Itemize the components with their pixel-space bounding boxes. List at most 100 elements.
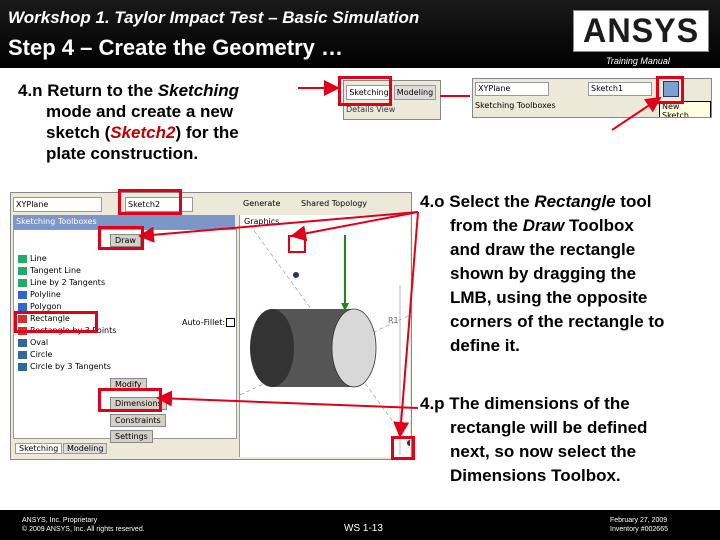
instruction-4p: 4.p The dimensions of the rectangle will…: [420, 392, 647, 488]
draw-tool-circle[interactable]: Circle: [18, 350, 52, 359]
draw-tool-icon: [18, 266, 27, 275]
settings-toolbox[interactable]: Settings: [110, 430, 153, 443]
workshop-title: Workshop 1. Taylor Impact Test – Basic S…: [8, 8, 420, 27]
draw-tool-icon: [18, 350, 27, 359]
plane-select-small[interactable]: XYPlane: [475, 82, 549, 96]
toolboxes-label-small: Sketching Toolboxes: [475, 101, 556, 110]
text-4p-l2: rectangle will be defined: [450, 418, 648, 437]
constraints-toolbox[interactable]: Constraints: [110, 414, 166, 427]
highlight-sketching-tab: [338, 76, 392, 106]
text-4n-l4: plate construction.: [46, 144, 199, 163]
text-4o-l2b: Toolbox: [564, 216, 634, 235]
tab-modeling-small[interactable]: Modeling: [394, 85, 436, 100]
text-4o-l5: LMB, using the opposite: [450, 288, 648, 307]
tab-modeling[interactable]: Modeling: [63, 443, 108, 454]
text-4o-l2a: from the: [450, 216, 523, 235]
shared-topology-button[interactable]: Shared Topology: [301, 199, 368, 208]
draw-tool-tangent-line[interactable]: Tangent Line: [18, 266, 81, 275]
footer-date: February 27, 2009: [610, 517, 668, 524]
slide-footer: ANSYS, Inc. Proprietary © 2009 ANSYS, In…: [0, 510, 720, 540]
modify-toolbox[interactable]: Modify: [110, 378, 147, 391]
training-manual-label: Training Manual: [606, 56, 670, 66]
footer-inventory: Inventory #002665: [610, 526, 668, 533]
footer-proprietary: ANSYS, Inc. Proprietary: [22, 517, 98, 524]
draw-tool-label: Circle by 3 Tangents: [30, 362, 111, 371]
generate-button[interactable]: Generate: [243, 199, 281, 208]
text-4o-l1b: tool: [615, 192, 652, 211]
new-sketch-icon[interactable]: [663, 81, 679, 97]
draw-tool-label: Rectangle: [30, 314, 70, 323]
logo-text: ANSYS: [582, 11, 700, 50]
instruction-4o: 4.o Select the Rectangle tool from the D…: [420, 190, 664, 358]
draw-tool-polygon[interactable]: Polygon: [18, 302, 61, 311]
text-4o-l4: shown by dragging the: [450, 264, 637, 283]
draw-tool-oval[interactable]: Oval: [18, 338, 48, 347]
highlight-new-sketch: [656, 76, 684, 104]
text-4o-em1: Rectangle: [534, 192, 616, 211]
slide-header: Workshop 1. Taylor Impact Test – Basic S…: [0, 0, 720, 68]
draw-tool-label: Circle: [30, 350, 53, 359]
toolboxes-header-label: Sketching Toolboxes: [16, 217, 97, 226]
footer-right: February 27, 2009 Inventory #002665: [610, 516, 668, 534]
axis-label: R1: [388, 316, 399, 325]
draw-tool-label: Line: [30, 254, 47, 263]
geometry-view: R1: [240, 224, 410, 455]
step-title: Step 4 – Create the Geometry …: [8, 35, 344, 60]
graphics-window[interactable]: Graphics R1: [239, 215, 410, 457]
text-4o-prefix: 4.o Select the: [420, 192, 535, 211]
draw-tool-label: Oval: [30, 338, 49, 347]
text-4o-em2: Draw: [522, 216, 565, 235]
text-4p-l4: Dimensions Toolbox.: [450, 466, 621, 485]
autofillet-checkbox[interactable]: [226, 318, 235, 327]
instruction-4n: 4.n Return to the Sketching mode and cre…: [18, 80, 239, 164]
draw-tool-polyline[interactable]: Polyline: [18, 290, 61, 299]
draw-tool-label: Polyline: [30, 290, 61, 299]
draw-tool-circle-by-3-tangents[interactable]: Circle by 3 Tangents: [18, 362, 111, 371]
footer-left: ANSYS, Inc. Proprietary © 2009 ANSYS, In…: [22, 516, 145, 534]
footer-page-id: WS 1-13: [344, 523, 383, 534]
draw-tool-icon: [18, 362, 27, 371]
text-4n-l3a: sketch (: [46, 123, 111, 142]
draw-tool-icon: [18, 290, 27, 299]
plane-select[interactable]: XYPlane: [13, 197, 102, 212]
footer-copyright: © 2009 ANSYS, Inc. All rights reserved.: [22, 526, 145, 533]
details-view-label: Details View: [346, 105, 396, 114]
draw-tool-line-by-2-tangents[interactable]: Line by 2 Tangents: [18, 278, 105, 287]
highlight-corner-1: [288, 235, 306, 253]
text-4n-em1: Sketching: [157, 81, 240, 100]
draw-tool-label: Polygon: [30, 302, 62, 311]
draw-tool-icon: [18, 254, 27, 263]
highlight-rectangle: [14, 311, 98, 333]
draw-tool-icon: [18, 278, 27, 287]
screenshot-toolbar: XYPlane Sketch1 Sketching Toolboxes New …: [472, 78, 712, 118]
corner-point-2: [407, 440, 410, 446]
y-axis-arrowhead: [341, 303, 349, 311]
corner-point-1: [293, 272, 299, 278]
text-4n-l3b: ) for the: [175, 123, 239, 142]
text-4p-l3: next, so now select the: [450, 442, 637, 461]
tab-sketching[interactable]: Sketching: [15, 443, 63, 454]
draw-tool-icon: [18, 338, 27, 347]
highlight-dimensions: [98, 388, 162, 412]
draw-tool-icon: [18, 314, 27, 323]
draw-tool-line[interactable]: Line: [18, 254, 47, 263]
draw-tool-label: Line by 2 Tangents: [30, 278, 106, 287]
cylinder-back-face: [331, 308, 377, 388]
text-4p-l1: 4.p The dimensions of the: [420, 394, 630, 413]
highlight-draw: [98, 226, 144, 250]
text-4n-l2: mode and create a new: [46, 102, 234, 121]
highlight-sketch-select: [118, 189, 182, 215]
text-4o-l7: define it.: [450, 336, 520, 355]
draw-tool-icon: [18, 302, 27, 311]
ansys-logo: ANSYS: [573, 10, 709, 52]
highlight-corner-2: [391, 436, 415, 460]
text-4n-prefix: 4.n Return to the: [18, 81, 158, 100]
draw-tool-rectangle[interactable]: Rectangle: [18, 314, 70, 323]
text-4o-l6: corners of the rectangle to: [450, 312, 665, 331]
text-4o-l3: and draw the rectangle: [450, 240, 636, 259]
autofillet-label: Auto-Fillet:: [182, 318, 226, 327]
draw-tool-label: Tangent Line: [30, 266, 81, 275]
cylinder-front-face: [250, 309, 294, 387]
sketch-select-small[interactable]: Sketch1: [588, 82, 652, 96]
text-4n-em2: Sketch2: [110, 123, 176, 142]
